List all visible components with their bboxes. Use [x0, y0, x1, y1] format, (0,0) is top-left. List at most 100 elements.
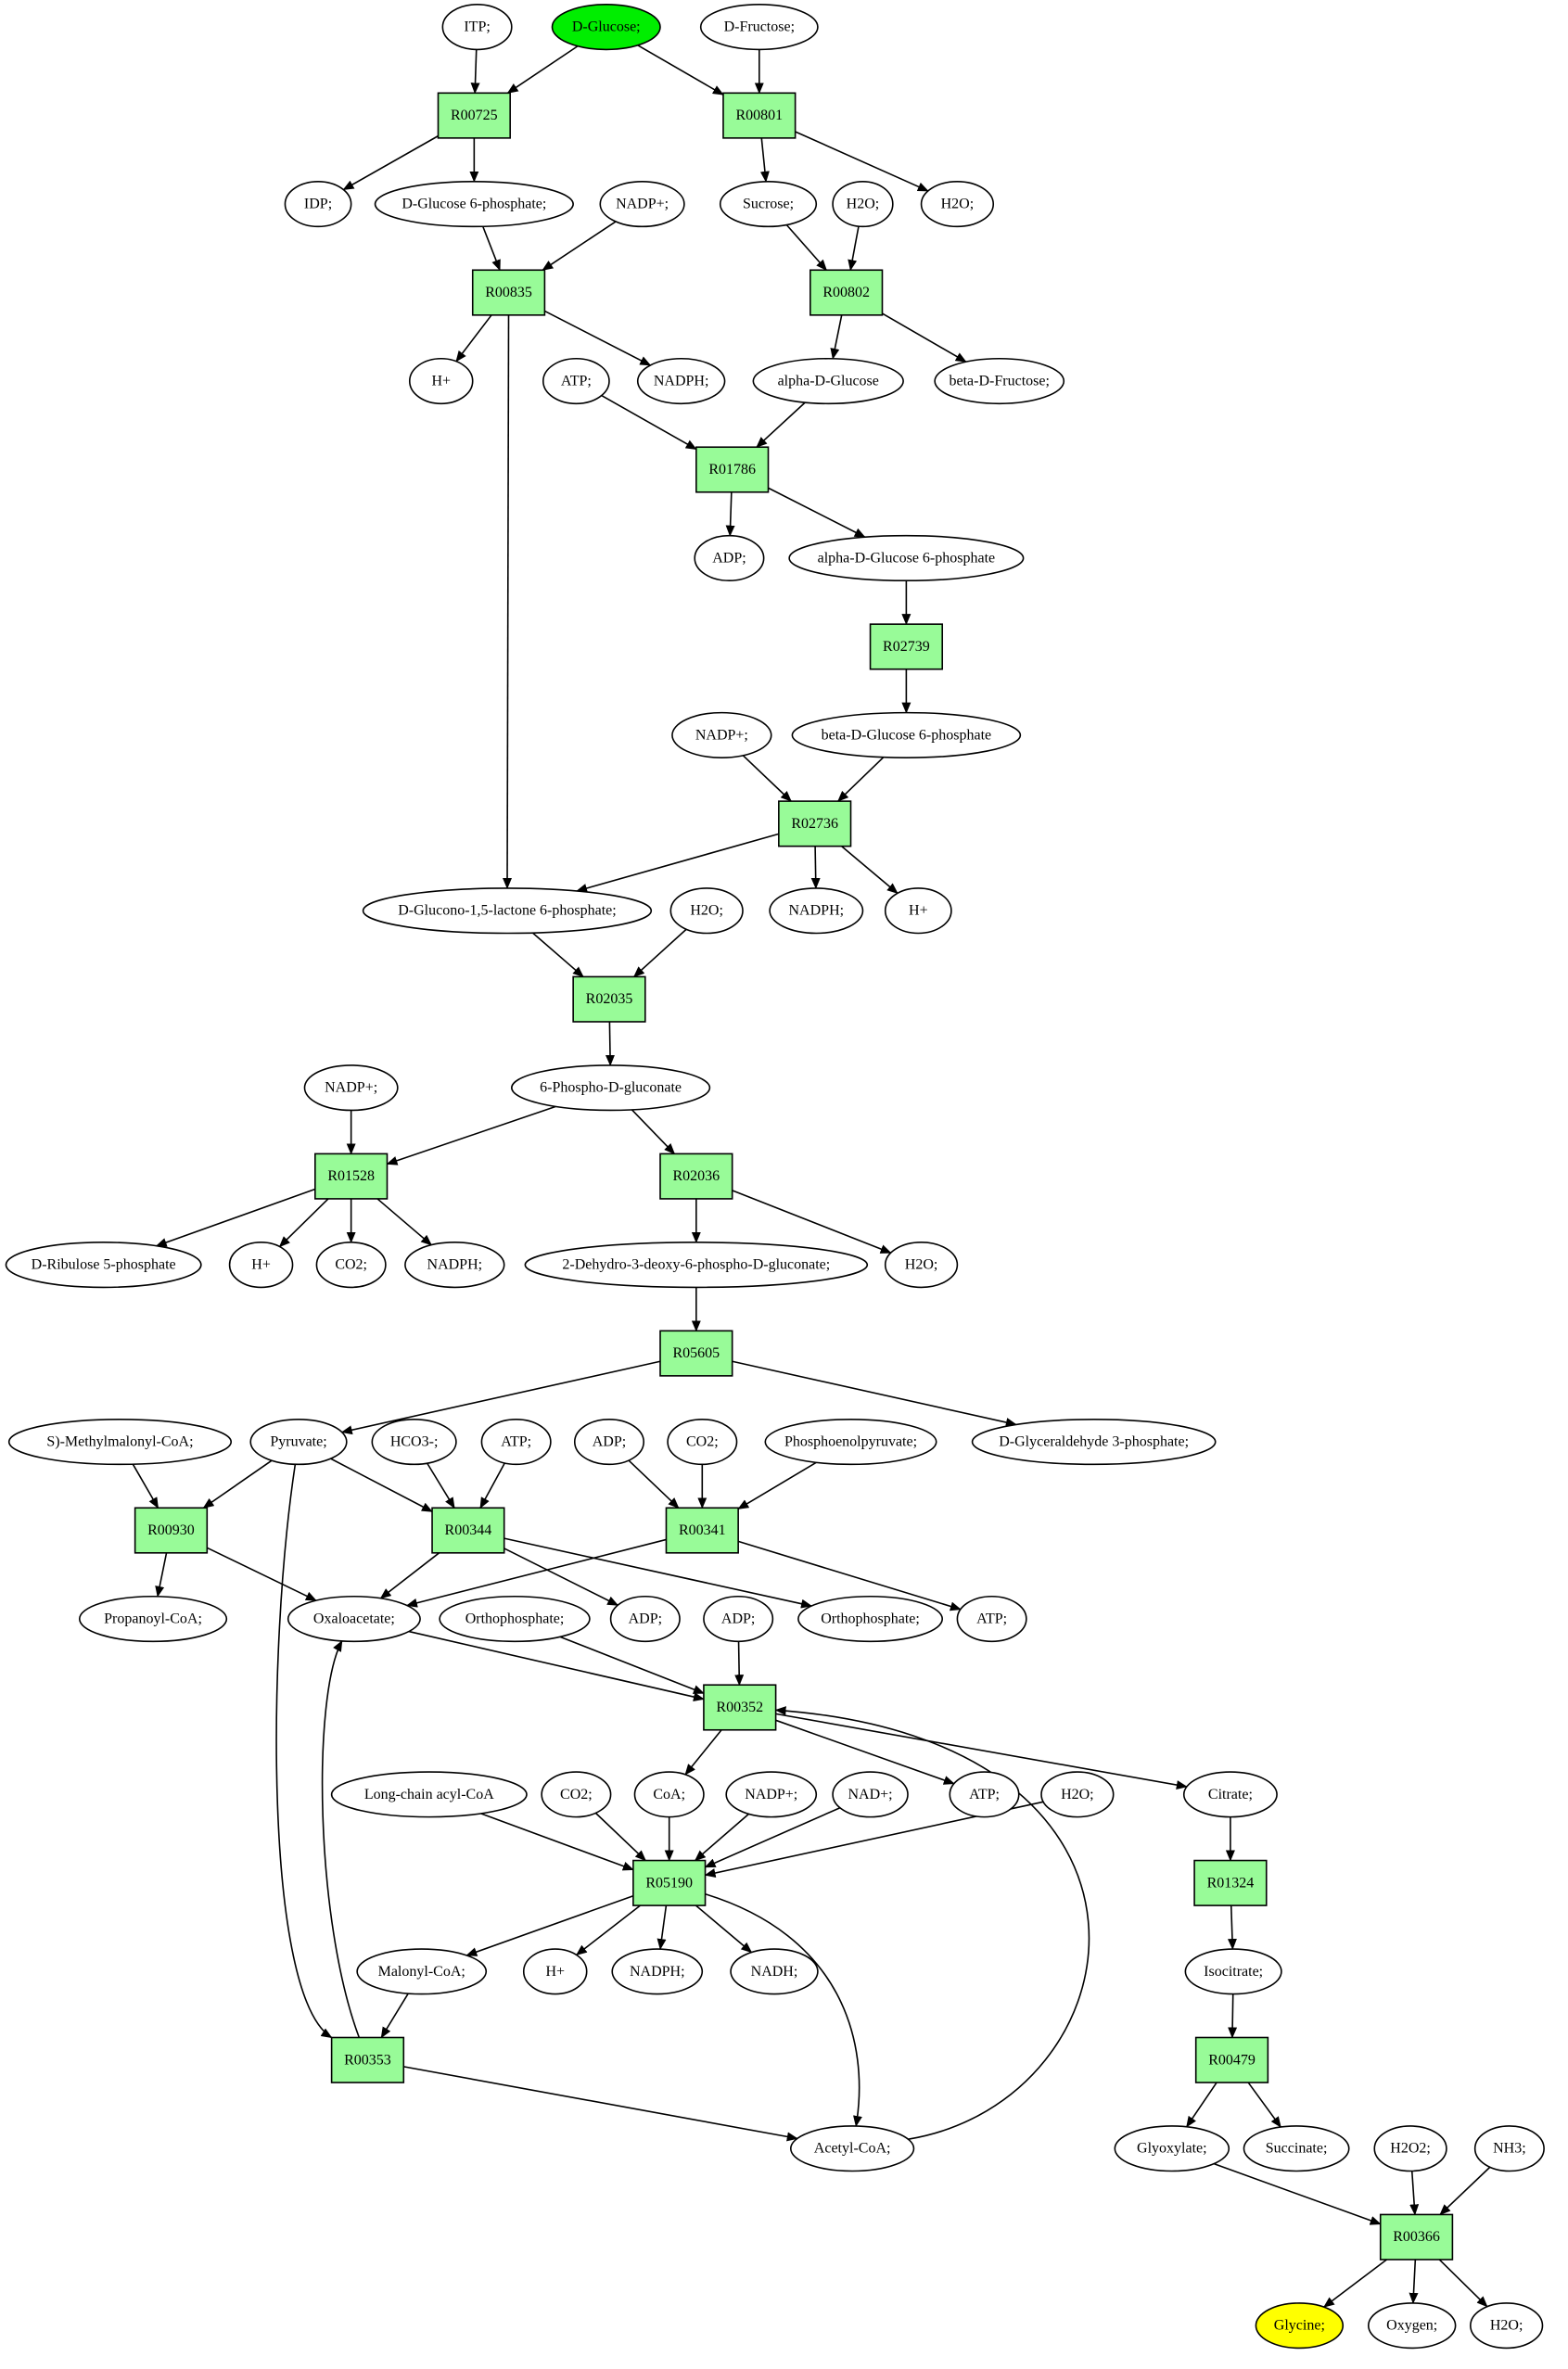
edge-r00835-to-nadph1: [544, 310, 652, 366]
edge-h2o2b-to-r00366: [1409, 2171, 1420, 2216]
metabolite-shape: [303, 1064, 399, 1112]
metabolite-shape: [920, 180, 995, 228]
metabolite-shape: [1114, 2125, 1230, 2172]
metabolite-longacyl: Long-chain acyl-CoA: [330, 1771, 528, 1818]
reaction-box: [1379, 2213, 1454, 2261]
edge-r02736-to-hplus2: [841, 846, 899, 895]
metabolite-label: NADP+;: [745, 1787, 797, 1802]
edge-r00344-to-oxaloacetate: [379, 1552, 440, 1599]
metabolite-label: alpha-D-Glucose 6-phosphate: [818, 550, 996, 566]
metabolite-pyruvate: Pyruvate;: [249, 1419, 348, 1466]
reaction-label: R00344: [445, 1522, 492, 1538]
reaction-box: [659, 1330, 733, 1377]
metabolite-label: ITP;: [464, 19, 490, 35]
reaction-r00366: R00366: [1379, 2213, 1454, 2261]
reaction-label: R02736: [791, 816, 838, 832]
metabolite-shape: [1040, 1771, 1115, 1818]
metabolite-atp1: ATP;: [542, 357, 610, 405]
reaction-box: [722, 92, 797, 139]
edge-r00366-to-glycine: [1323, 2259, 1387, 2308]
edge-r05190-to-hplus4: [575, 1904, 641, 1956]
reaction-r00802: R00802: [809, 269, 884, 316]
metabolite-shape: [832, 180, 894, 228]
edge-r00930-to-oxaloacetate: [206, 1547, 317, 1601]
metabolite-label: beta-D-Fructose;: [950, 374, 1050, 389]
metabolite-shape: [541, 1771, 612, 1818]
edge-orthop1-to-r00352: [559, 1636, 705, 1694]
edge-nadp4-to-r05190: [694, 1813, 750, 1862]
metabolite-citrate: Citrate;: [1182, 1771, 1278, 1818]
metabolite-label: IDP;: [304, 197, 332, 212]
metabolite-bg6p: beta-D-Glucose 6-phosphate: [791, 711, 1022, 758]
metabolite-shape: [769, 887, 864, 935]
reaction-box: [809, 269, 884, 316]
edge-r00835-to-hplus1: [455, 314, 492, 363]
reaction-box: [431, 1507, 505, 1554]
metabolite-shape: [1184, 1948, 1282, 1995]
metabolite-label: NADP+;: [325, 1080, 377, 1096]
metabolite-shape: [228, 1242, 294, 1289]
metabolite-shape: [356, 1948, 488, 1995]
metabolite-shape: [671, 711, 772, 758]
metabolite-adp2: ADP;: [573, 1419, 644, 1466]
metabolite-label: ATP;: [976, 1611, 1007, 1627]
edge-g6p-to-r00835: [482, 225, 501, 272]
reaction-r05190: R05190: [632, 1859, 707, 1906]
metabolite-label: D-Fructose;: [724, 19, 795, 35]
metabolite-shape: [551, 4, 661, 51]
metabolite-nadp1: NADP+;: [599, 180, 685, 228]
edge-pep-to-r00341: [737, 1461, 817, 1510]
edge-r00725-to-idp: [342, 134, 439, 191]
metabolite-shape: [752, 357, 904, 405]
metabolite-shape: [522, 1948, 588, 1995]
metabolite-shape: [694, 534, 765, 582]
metabolite-hco3: HCO3-;: [371, 1419, 457, 1466]
reaction-box: [314, 1153, 389, 1200]
metabolite-ag6p: alpha-D-Glucose 6-phosphate: [788, 534, 1025, 582]
metabolite-shape: [764, 1419, 937, 1466]
edge-r02736-to-nadph2: [810, 846, 821, 889]
edge-pyruvate-to-r00353: [275, 1464, 333, 2039]
edge-smalonyl-to-r00930: [132, 1463, 159, 1509]
reaction-r00835: R00835: [471, 269, 546, 316]
metabolite-pep: Phosphoenolpyruvate;: [764, 1419, 937, 1466]
metabolite-malonyl: Malonyl-CoA;: [356, 1948, 488, 1995]
metabolite-label: H2O;: [1061, 1787, 1094, 1802]
metabolite-shape: [1373, 2125, 1447, 2172]
edge-pyruvate-to-r00930: [202, 1459, 273, 1509]
metabolite-shape: [730, 1948, 819, 1995]
metabolite-label: Oxaloacetate;: [313, 1611, 395, 1627]
metabolite-label: CO2;: [560, 1787, 593, 1802]
reaction-label: R00802: [822, 285, 870, 300]
edge-r05190-to-acetylcoa: [705, 1892, 862, 2127]
reaction-label: R02739: [883, 639, 930, 655]
reaction-box: [665, 1507, 739, 1554]
edge-r01786-to-ag6p: [768, 487, 866, 538]
metabolite-label: NADP+;: [695, 727, 748, 743]
metabolite-smalonyl: S)-Methylmalonyl-CoA;: [7, 1419, 232, 1466]
metabolite-label: S)-Methylmalonyl-CoA;: [46, 1434, 193, 1450]
metabolite-coa: CoA;: [633, 1771, 705, 1818]
edge-r01324-to-isocitrate: [1227, 1905, 1237, 1951]
edge-pgluconate-to-r02036: [631, 1109, 676, 1155]
metabolite-label: D-Glyceraldehyde 3-phosphate;: [999, 1434, 1189, 1450]
metabolite-shape: [441, 4, 513, 51]
metabolite-h2o1: H2O;: [832, 180, 894, 228]
edge-r01786-to-adp1: [725, 491, 735, 537]
edge-r00802-to-adglucose: [830, 314, 843, 360]
edge-r00353-to-acetylcoa: [403, 2066, 798, 2142]
metabolite-sucrose: Sucrose;: [719, 180, 818, 228]
metabolite-label: ADP;: [629, 1611, 662, 1627]
metabolite-nadp4: NADP+;: [725, 1771, 818, 1818]
edge-h2o1-to-r00802: [848, 225, 860, 272]
reaction-r02035: R02035: [572, 975, 646, 1023]
edge-r00341-to-atp3: [737, 1540, 962, 1611]
metabolite-shape: [669, 887, 744, 935]
metabolite-shape: [611, 1948, 704, 1995]
edge-bg6p-to-r02736: [837, 757, 885, 802]
metabolite-atp4: ATP;: [949, 1771, 1020, 1818]
metabolite-adp1: ADP;: [694, 534, 765, 582]
reaction-label: R00341: [679, 1522, 726, 1538]
metabolite-shape: [636, 357, 726, 405]
edge-r02736-to-glucono: [576, 833, 780, 893]
